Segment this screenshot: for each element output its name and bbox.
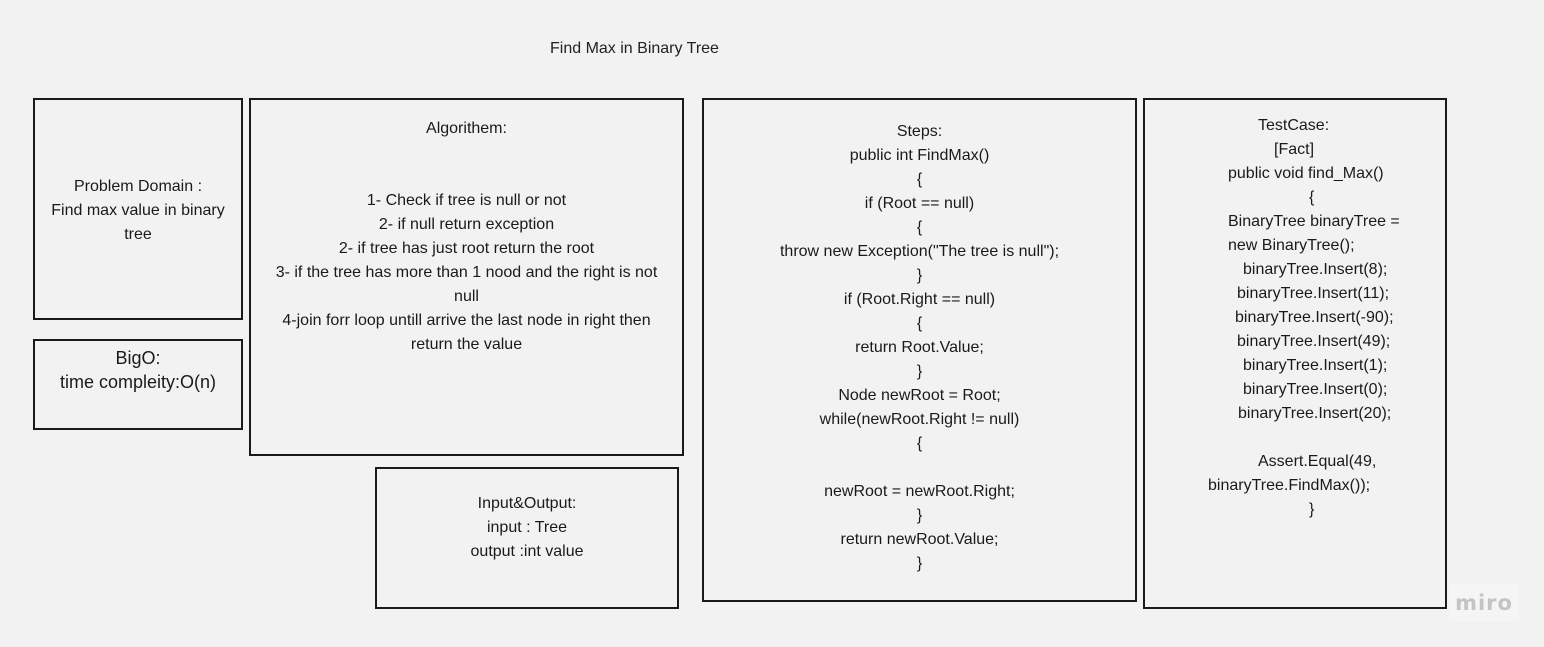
algorithm-step: 3- if the tree has more than 1 nood and … (275, 264, 658, 305)
test-case-line: TestCase: (1258, 117, 1330, 134)
steps-card[interactable]: Steps: public int FindMax() { if (Root =… (702, 98, 1137, 602)
test-case-line: } (1309, 501, 1315, 518)
test-case-line: binaryTree.Insert(11); (1237, 285, 1390, 302)
steps-line: } (916, 363, 923, 380)
big-o-heading: BigO: (115, 348, 161, 368)
test-case-line: binaryTree.FindMax()); (1208, 477, 1371, 494)
steps-line: if (Root == null) (864, 195, 975, 212)
test-case-line: binaryTree.Insert(-90); (1235, 309, 1394, 326)
steps-line: } (916, 267, 923, 284)
board-title: Find Max in Binary Tree (550, 40, 719, 57)
test-case-line: new BinaryTree(); (1228, 237, 1355, 254)
steps-line: return newRoot.Value; (840, 531, 999, 548)
big-o-card[interactable]: BigO: time compleity:O(n) (33, 339, 243, 430)
steps-line: Steps: (896, 123, 943, 140)
test-case-card[interactable]: TestCase: [Fact] public void find_Max() … (1143, 98, 1447, 609)
test-case-line: [Fact] (1274, 141, 1315, 158)
steps-line: { (916, 435, 923, 452)
algorithm-step: 1- Check if tree is null or not (366, 192, 567, 209)
test-case-line: { (1309, 189, 1315, 206)
problem-domain-card[interactable]: Problem Domain : Find max value in binar… (33, 98, 243, 320)
input-text: input : Tree (486, 519, 568, 536)
test-case-line (1145, 426, 1445, 450)
problem-domain-heading: Problem Domain : (73, 178, 203, 195)
steps-line: } (916, 555, 923, 572)
test-case-line: BinaryTree binaryTree = (1228, 213, 1400, 230)
test-case-line: Assert.Equal(49, (1258, 453, 1377, 470)
test-case-line: binaryTree.Insert(49); (1237, 333, 1391, 350)
input-output-card[interactable]: Input&Output: input : Tree output :int v… (375, 467, 679, 609)
test-case-line: binaryTree.Insert(20); (1238, 405, 1392, 422)
steps-line: } (916, 507, 923, 524)
test-case-line: binaryTree.Insert(8); (1243, 261, 1388, 278)
steps-line: if (Root.Right == null) (843, 291, 996, 308)
test-case-line: binaryTree.Insert(1); (1243, 357, 1388, 374)
miro-watermark: miro (1449, 584, 1519, 622)
steps-line: Node newRoot = Root; (838, 387, 1001, 404)
algorithm-heading: Algorithem: (426, 120, 507, 137)
steps-line: { (916, 219, 923, 236)
output-text: output :int value (470, 543, 584, 560)
steps-line: throw new Exception("The tree is null"); (779, 243, 1060, 260)
big-o-text: time compleity:O(n) (59, 372, 217, 392)
steps-line: while(newRoot.Right != null) (819, 411, 1020, 428)
algorithm-card[interactable]: Algorithem: 1- Check if tree is null or … (249, 98, 684, 456)
steps-line: { (916, 315, 923, 332)
steps-line: return Root.Value; (855, 339, 984, 356)
algorithm-step: 2- if tree has just root return the root (338, 240, 595, 257)
steps-line: newRoot = newRoot.Right; (824, 483, 1015, 500)
steps-line: public int FindMax() (849, 147, 990, 164)
algorithm-step: 2- if null return exception (378, 216, 555, 233)
input-output-heading: Input&Output: (477, 495, 577, 512)
test-case-line: public void find_Max() (1228, 165, 1384, 182)
algorithm-step: 4-join forr loop untill arrive the last … (282, 312, 651, 353)
problem-domain-text: Find max value in binary tree (51, 202, 225, 243)
steps-line: { (916, 171, 923, 188)
test-case-line: binaryTree.Insert(0); (1243, 381, 1388, 398)
steps-line (704, 456, 1135, 480)
